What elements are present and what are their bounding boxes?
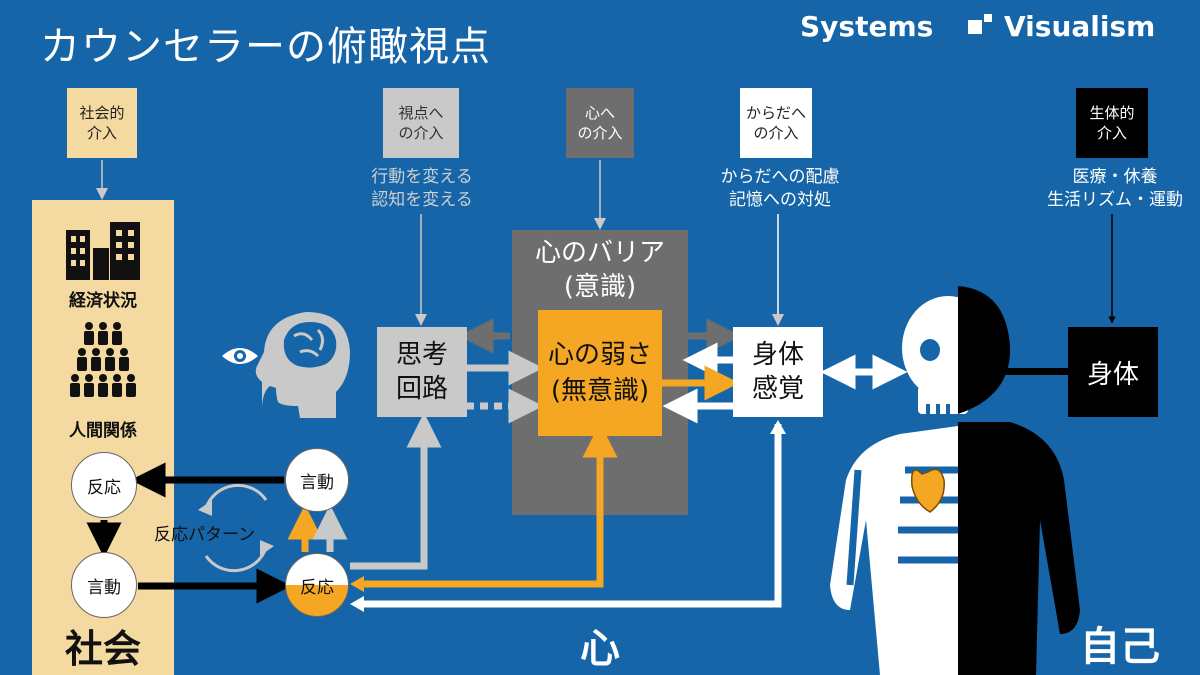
bio-intervention-tag: 生体的 介入 [1076, 88, 1148, 158]
cycle-arrow-icon [198, 483, 274, 573]
self-silhouette [958, 286, 1080, 675]
body-intervention-tag: からだへ の介入 [740, 88, 812, 158]
page-title: カウンセラーの俯瞰視点 [40, 24, 491, 70]
economy-label: 経済状況 [69, 291, 137, 311]
thought-weak-arrows [458, 318, 544, 424]
weak-sense-arrows [662, 318, 742, 424]
logo-word-systems: Systems [800, 10, 934, 43]
mind-weakness-box: 心の弱さ (無意識) [538, 310, 662, 436]
self-label: 自己 [1080, 624, 1160, 670]
intervention-connectors [96, 160, 1116, 326]
society-label: 社会 [64, 627, 141, 671]
body-box: 身体 [1068, 327, 1158, 417]
logo-small-square-icon [984, 14, 992, 22]
weak-react-arrow [360, 440, 604, 588]
eye-icon [222, 348, 258, 364]
self-action-node: 言動 [285, 448, 349, 512]
bio-subtext: 医療・休養 生活リズム・運動 [1047, 167, 1183, 210]
viewpoint-intervention-tag: 視点へ の介入 [383, 88, 459, 158]
mind-label: 心 [580, 626, 620, 672]
sense-react-arrow [360, 424, 782, 608]
people-group-icon [70, 322, 136, 397]
mind-intervention-tag: 心へ の介入 [566, 88, 634, 158]
logo-word-visualism: Visualism [1004, 10, 1156, 43]
buildings-icon [66, 222, 140, 280]
relations-label: 人間関係 [69, 421, 137, 441]
society-react-node: 反応 [71, 452, 137, 518]
logo: Systems Visualism [800, 10, 1190, 44]
heart-icon [910, 468, 945, 513]
thought-circuit-box: 思考 回路 [377, 327, 467, 417]
brain-head-icon [255, 312, 350, 418]
social-intervention-tag: 社会的 介入 [67, 88, 137, 158]
react-thought-arrow [350, 412, 442, 570]
logo-square-icon [968, 20, 982, 34]
reaction-pattern-label: 反応パターン [154, 525, 256, 545]
body-subtext: からだへの配慮 記憶への対処 [720, 167, 840, 210]
mind-barrier-title: 心のバリア (意識) [534, 238, 665, 302]
society-action-node: 言動 [71, 552, 137, 618]
self-react-node: 反応 [285, 553, 349, 617]
viewpoint-subtext: 行動を変える 認知を変える [371, 167, 473, 210]
body-sense-box: 身体 感覚 [733, 327, 823, 417]
